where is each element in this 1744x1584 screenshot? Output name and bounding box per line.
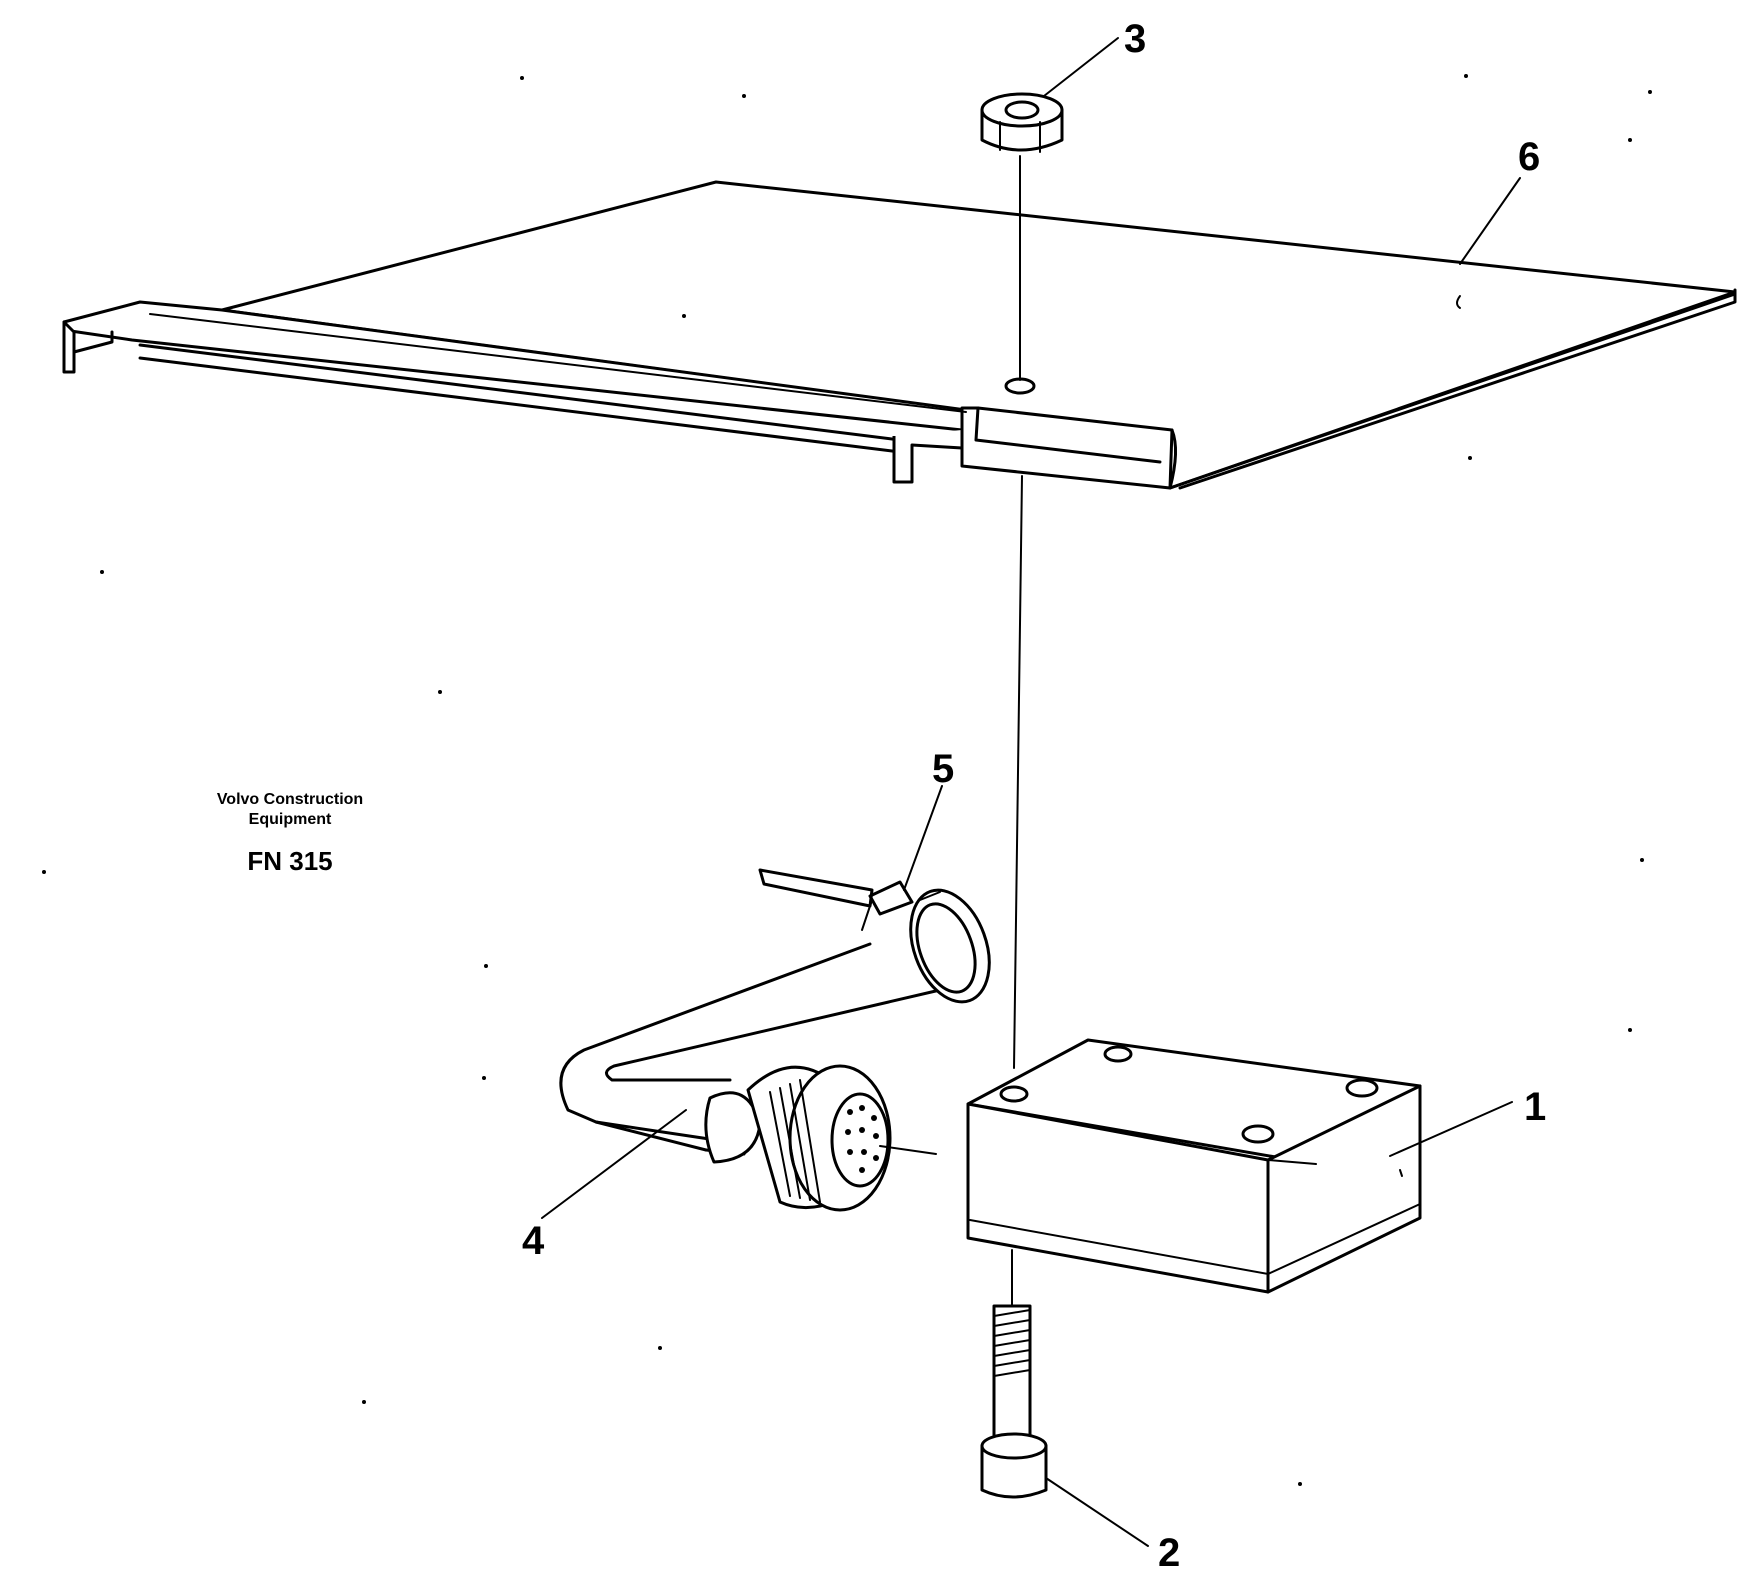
leader-lines — [541, 37, 1521, 1547]
scan-specks — [42, 74, 1652, 1486]
hose-clamp-part-5 — [758, 868, 991, 1004]
callout-1: 1 — [1524, 1085, 1546, 1129]
assembly-axis-line — [1011, 155, 1023, 1307]
nut-part-3 — [980, 92, 1064, 153]
callout-2: 2 — [1158, 1531, 1180, 1575]
maker-line-1: Volvo Construction — [217, 791, 363, 808]
mounting-plate-part-6 — [62, 180, 1737, 490]
control-box-part-1 — [966, 1038, 1422, 1294]
callout-5: 5 — [932, 747, 954, 791]
maker-line-2: Equipment — [249, 811, 332, 828]
bolt-part-2 — [980, 1304, 1048, 1499]
cable-harness-part-4 — [559, 942, 942, 1212]
callout-3: 3 — [1124, 17, 1146, 61]
figure-code: FN 315 — [247, 846, 332, 876]
callout-6: 6 — [1518, 135, 1540, 179]
callout-4: 4 — [522, 1219, 545, 1263]
